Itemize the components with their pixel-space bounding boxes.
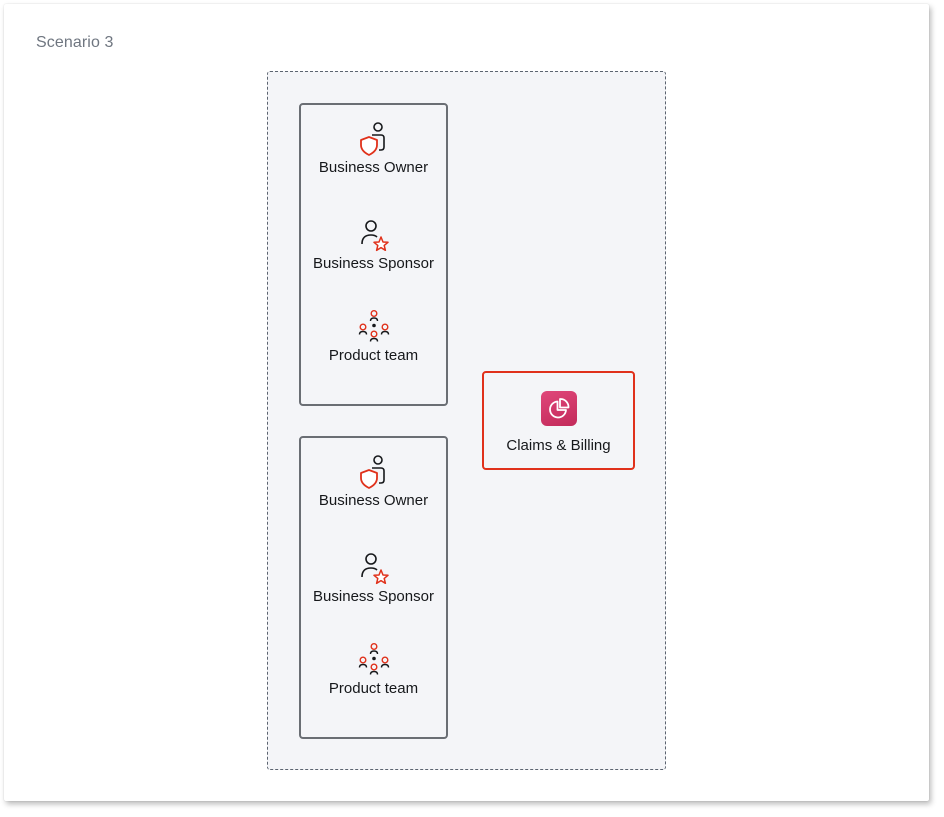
product-team-icon xyxy=(358,310,389,342)
role-label: Product team xyxy=(328,347,419,364)
team-box-1: Business Owner Business Sponsor xyxy=(299,103,448,406)
scenario-title: Scenario 3 xyxy=(36,34,114,51)
role-label: Product team xyxy=(328,680,419,697)
business-owner-shield-icon xyxy=(359,455,385,489)
role-label: Business Owner xyxy=(318,159,429,176)
product-team-icon xyxy=(358,643,389,675)
role-product-team: Product team xyxy=(301,309,446,364)
business-sponsor-star-icon xyxy=(360,553,389,585)
role-business-sponsor: Business Sponsor xyxy=(301,550,446,605)
diagram-card: Scenario 3 Business Owner Business Spons… xyxy=(4,4,929,801)
business-owner-shield-icon xyxy=(359,122,385,156)
pie-chart-icon xyxy=(541,391,577,426)
role-business-owner: Business Owner xyxy=(301,121,446,176)
role-business-owner: Business Owner xyxy=(301,454,446,509)
team-box-2: Business Owner Business Sponsor xyxy=(299,436,448,739)
role-label: Business Sponsor xyxy=(313,255,434,272)
role-label: Business Owner xyxy=(318,492,429,509)
application-label: Claims & Billing xyxy=(506,437,611,454)
business-sponsor-star-icon xyxy=(360,220,389,252)
application-box[interactable]: Claims & Billing xyxy=(482,371,635,470)
role-label: Business Sponsor xyxy=(313,588,434,605)
role-business-sponsor: Business Sponsor xyxy=(301,217,446,272)
role-product-team: Product team xyxy=(301,642,446,697)
